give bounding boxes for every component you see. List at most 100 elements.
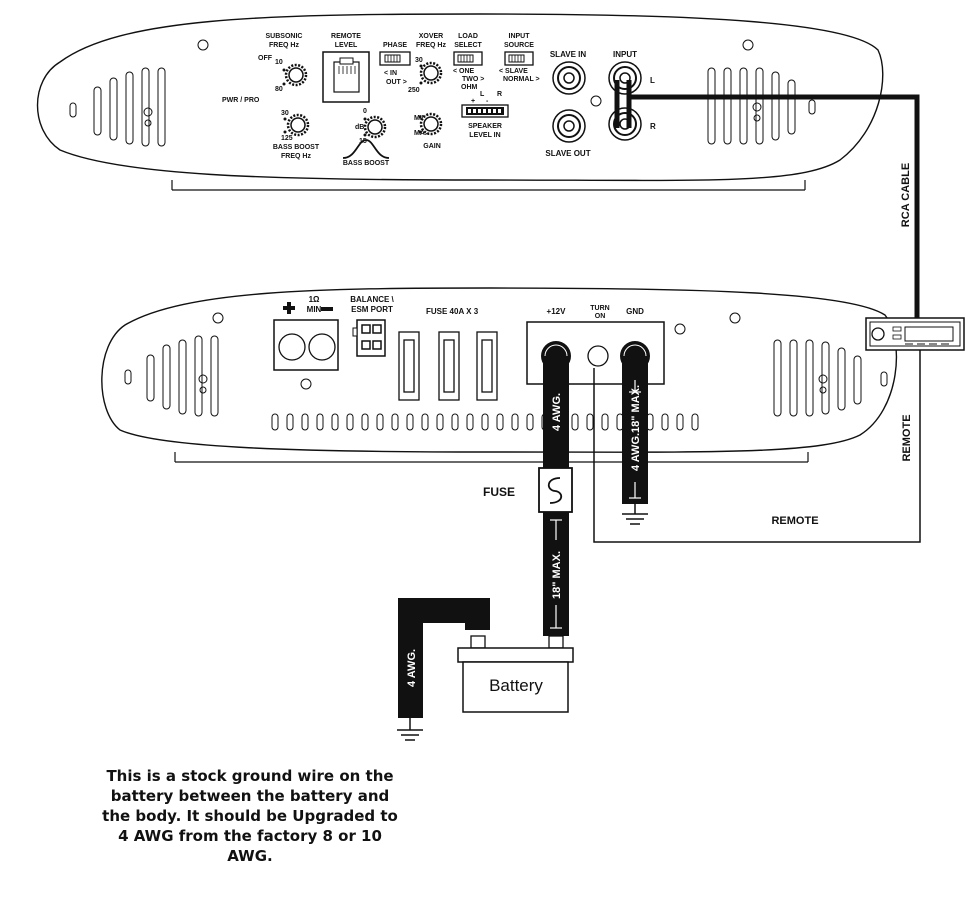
turn-on-terminal[interactable] — [587, 345, 609, 367]
ground-wire-note: This is a stock ground wire on the batte… — [102, 767, 398, 865]
one-ohm-label: 1Ω — [309, 295, 320, 304]
head-unit[interactable] — [865, 317, 965, 351]
top-amp-body — [36, 13, 884, 182]
fuse-symbol-icon — [547, 477, 563, 504]
vent-slots — [271, 413, 699, 431]
xover-label: XOVER — [419, 33, 444, 40]
subsonic-80-label: 80 — [275, 86, 283, 93]
rca-cable — [629, 94, 920, 318]
ground-symbol-icon — [622, 504, 648, 525]
xover-30-label: 30 — [415, 57, 423, 64]
remote-wire — [593, 350, 921, 543]
remote-label: REMOTE — [331, 33, 361, 40]
pwr-pro-label: PWR / PRO — [222, 97, 260, 104]
subsonic-off-label: OFF — [258, 55, 273, 62]
speaker-terminal[interactable] — [273, 319, 339, 371]
input-r-jack[interactable] — [608, 107, 642, 141]
input-l-label: L — [650, 76, 655, 85]
speaker-plus-label: + — [471, 98, 475, 105]
on-label: ON — [595, 313, 606, 320]
load-ohm-label: OHM — [461, 84, 478, 91]
balance-label: BALANCE \ — [350, 295, 394, 304]
battery-label: Battery — [489, 676, 543, 695]
fuse-holder-2[interactable] — [438, 331, 460, 401]
inline-fuse[interactable] — [538, 467, 573, 513]
speaker-minus-label: - — [486, 98, 489, 105]
max18-label: 18" MAX. — [551, 551, 563, 599]
select-label: SELECT — [454, 42, 482, 49]
bass-boost-curve-icon — [342, 139, 390, 159]
xover-250-label: 250 — [408, 87, 420, 94]
subsonic-10-label: 10 — [275, 59, 283, 66]
rca-cable-label: RCA CABLE — [900, 163, 912, 227]
bass-boost-freq-knob[interactable] — [283, 113, 310, 137]
power-wire-upper — [543, 356, 569, 468]
speaker-r-label: R — [497, 91, 502, 98]
remote-vertical-label: REMOTE — [901, 414, 913, 461]
battery: Battery — [457, 635, 574, 713]
bass-boost-0-label: 0 — [363, 108, 367, 115]
fuse-holder-1[interactable] — [398, 331, 420, 401]
bass-boost-db-label: dB — [355, 124, 364, 131]
speaker-label: SPEAKER — [468, 123, 502, 130]
bass-boost-freq-label: BASS BOOST — [273, 144, 320, 151]
load-one-label: < ONE — [453, 68, 475, 75]
speaker-level-in-label: LEVEL IN — [469, 132, 500, 139]
speaker-level-in-connector[interactable] — [461, 104, 509, 118]
subsonic-freq-label: FREQ Hz — [269, 42, 299, 49]
battery-ground-awg-label: 4 AWG. — [406, 649, 418, 687]
slave-in-jack[interactable] — [552, 61, 586, 95]
xover-knob[interactable] — [419, 61, 443, 85]
esm-port-label: ESM PORT — [351, 305, 393, 314]
fuse-wire-label: FUSE — [483, 485, 515, 499]
speaker-l-label: L — [480, 91, 485, 98]
phase-in-label: < IN — [384, 70, 397, 77]
input-source-label: INPUT — [509, 33, 531, 40]
gain-knob[interactable] — [418, 112, 443, 136]
phase-switch[interactable] — [379, 51, 411, 66]
gain-label: GAIN — [423, 143, 441, 150]
remote-horizontal-label: REMOTE — [771, 515, 818, 527]
xover-freq-label: FREQ Hz — [416, 42, 446, 49]
source-normal-label: NORMAL > — [503, 76, 540, 83]
remote-level-label: LEVEL — [335, 42, 358, 49]
battery-ground-symbol-icon — [397, 718, 423, 741]
input-r-label: R — [650, 122, 656, 131]
top-amplifier: SUBSONIC FREQ Hz OFF 10 80 PWR / PRO REM… — [36, 13, 884, 191]
fuse-holder-3[interactable] — [476, 331, 498, 401]
ground-wire-awg-label: 4 AWG.18" MAX. — [630, 385, 642, 471]
remote-level-port[interactable] — [322, 51, 370, 103]
load-select-switch[interactable] — [453, 51, 483, 66]
bottom-amplifier: 1Ω MIN BALANCE \ ESM PORT FUSE 40A X 3 — [101, 287, 898, 463]
plus-icon — [283, 302, 295, 314]
gain-max-label: MAX — [414, 130, 430, 137]
subsonic-knob[interactable] — [282, 63, 308, 87]
slave-in-label: SLAVE IN — [550, 50, 587, 59]
gnd-label: GND — [626, 307, 644, 316]
turn-label: TURN — [590, 305, 609, 312]
bass-boost-freq-hz-label: FREQ Hz — [281, 153, 311, 160]
input-label: INPUT — [613, 50, 637, 59]
load-label: LOAD — [458, 33, 478, 40]
slave-out-label: SLAVE OUT — [545, 149, 590, 158]
load-two-label: TWO > — [462, 76, 484, 83]
gain-min-label: MIN — [414, 115, 427, 122]
bottom-amp-body — [101, 287, 898, 453]
subsonic-label: SUBSONIC — [266, 33, 303, 40]
esm-port-connector[interactable] — [352, 319, 386, 357]
power-wire-awg-label: 4 AWG. — [551, 393, 563, 431]
source-slave-label: < SLAVE — [499, 68, 528, 75]
source-label: SOURCE — [504, 42, 534, 49]
plus12v-label: +12V — [547, 307, 567, 316]
input-source-switch[interactable] — [504, 51, 534, 66]
battery-ground-wire — [398, 598, 490, 718]
bass-boost-30-label: 30 — [281, 110, 289, 117]
phase-out-label: OUT > — [386, 79, 407, 86]
input-l-jack[interactable] — [608, 61, 642, 95]
bass-boost-label: BASS BOOST — [343, 160, 390, 167]
bass-boost-knob[interactable] — [363, 115, 387, 139]
wiring: RCA CABLE REMOTE REMOTE 4 AWG. FUSE 18" … — [397, 80, 965, 741]
slave-out-jack[interactable] — [552, 109, 586, 143]
